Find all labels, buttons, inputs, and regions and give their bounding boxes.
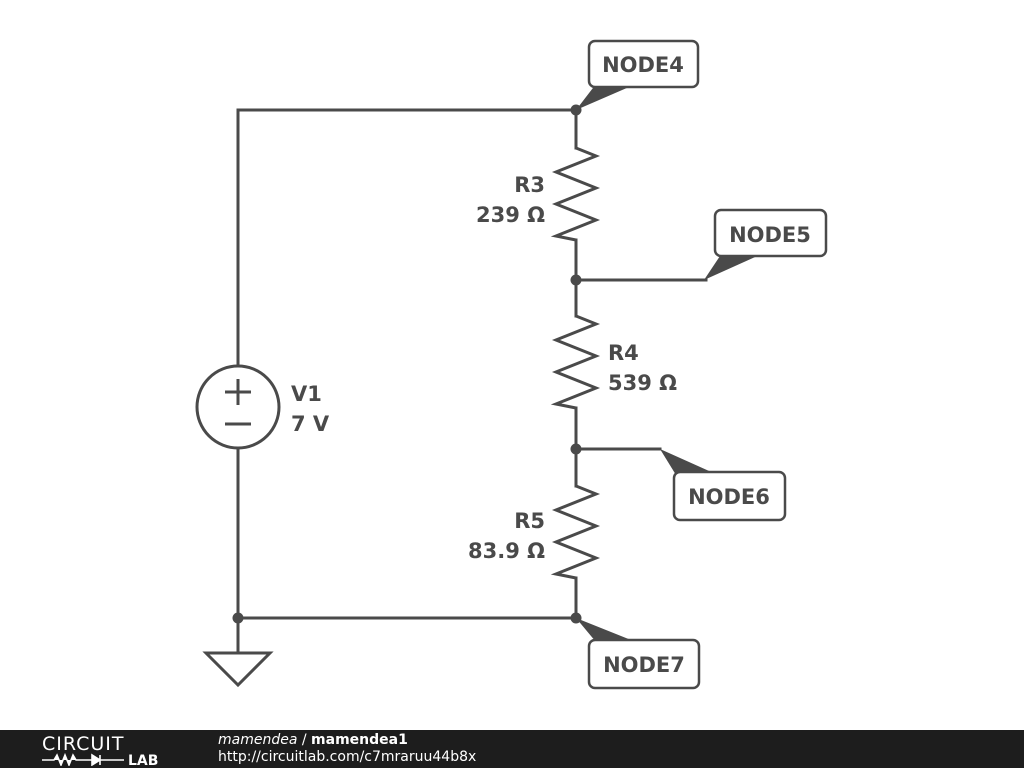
node6-label: NODE6 (688, 485, 770, 509)
credit-block: mamendea / mamendea1 http://circuitlab.c… (218, 732, 476, 766)
credit-separator: / (297, 732, 312, 748)
r4-name: R4 (608, 341, 639, 365)
author-name[interactable]: mamendea (218, 732, 298, 748)
junction-node5 (570, 274, 582, 286)
node-tag-node6[interactable]: NODE6 (660, 449, 787, 522)
node-tag-node4[interactable]: NODE4 (576, 39, 700, 110)
junction-node6 (570, 443, 582, 455)
resistor-diode-icon (42, 752, 124, 766)
v1-value: 7 V (291, 412, 330, 436)
voltage-source-v1[interactable]: V1 7 V (195, 364, 330, 450)
node-tag-node7[interactable]: NODE7 (576, 618, 701, 690)
logo-top-text: CIRCUIT (42, 733, 125, 755)
junction-ground (232, 612, 244, 624)
node-tag-node5[interactable]: NODE5 (704, 208, 828, 280)
r5-name: R5 (514, 509, 545, 533)
resistor-r3[interactable]: R3 239 Ω (476, 146, 601, 242)
project-url[interactable]: http://circuitlab.com/c7mraruu44b8x (218, 749, 477, 765)
resistor-r5[interactable]: R5 83.9 Ω (468, 484, 601, 580)
project-name[interactable]: mamendea1 (311, 732, 408, 748)
node7-label: NODE7 (603, 653, 685, 677)
v1-circle (195, 364, 281, 450)
logo-bottom-text: LAB (128, 753, 158, 766)
v1-name: V1 (291, 382, 322, 406)
r4-value: 539 Ω (608, 371, 677, 395)
schematic-canvas: R3 239 Ω R4 539 Ω R5 83.9 Ω V1 7 V NODE4… (195, 39, 828, 690)
node4-label: NODE4 (602, 53, 684, 77)
resistor-r4[interactable]: R4 539 Ω (550, 314, 677, 410)
circuitlab-logo[interactable]: CIRCUIT LAB (40, 732, 180, 766)
footer-bar: CIRCUIT LAB mamendea / mamendea1 http://… (0, 730, 1024, 768)
ground-icon[interactable] (202, 651, 274, 688)
r3-name: R3 (514, 173, 545, 197)
plus-icon (225, 379, 251, 405)
node5-label: NODE5 (729, 223, 811, 247)
r5-value: 83.9 Ω (468, 539, 545, 563)
r3-value: 239 Ω (476, 203, 545, 227)
